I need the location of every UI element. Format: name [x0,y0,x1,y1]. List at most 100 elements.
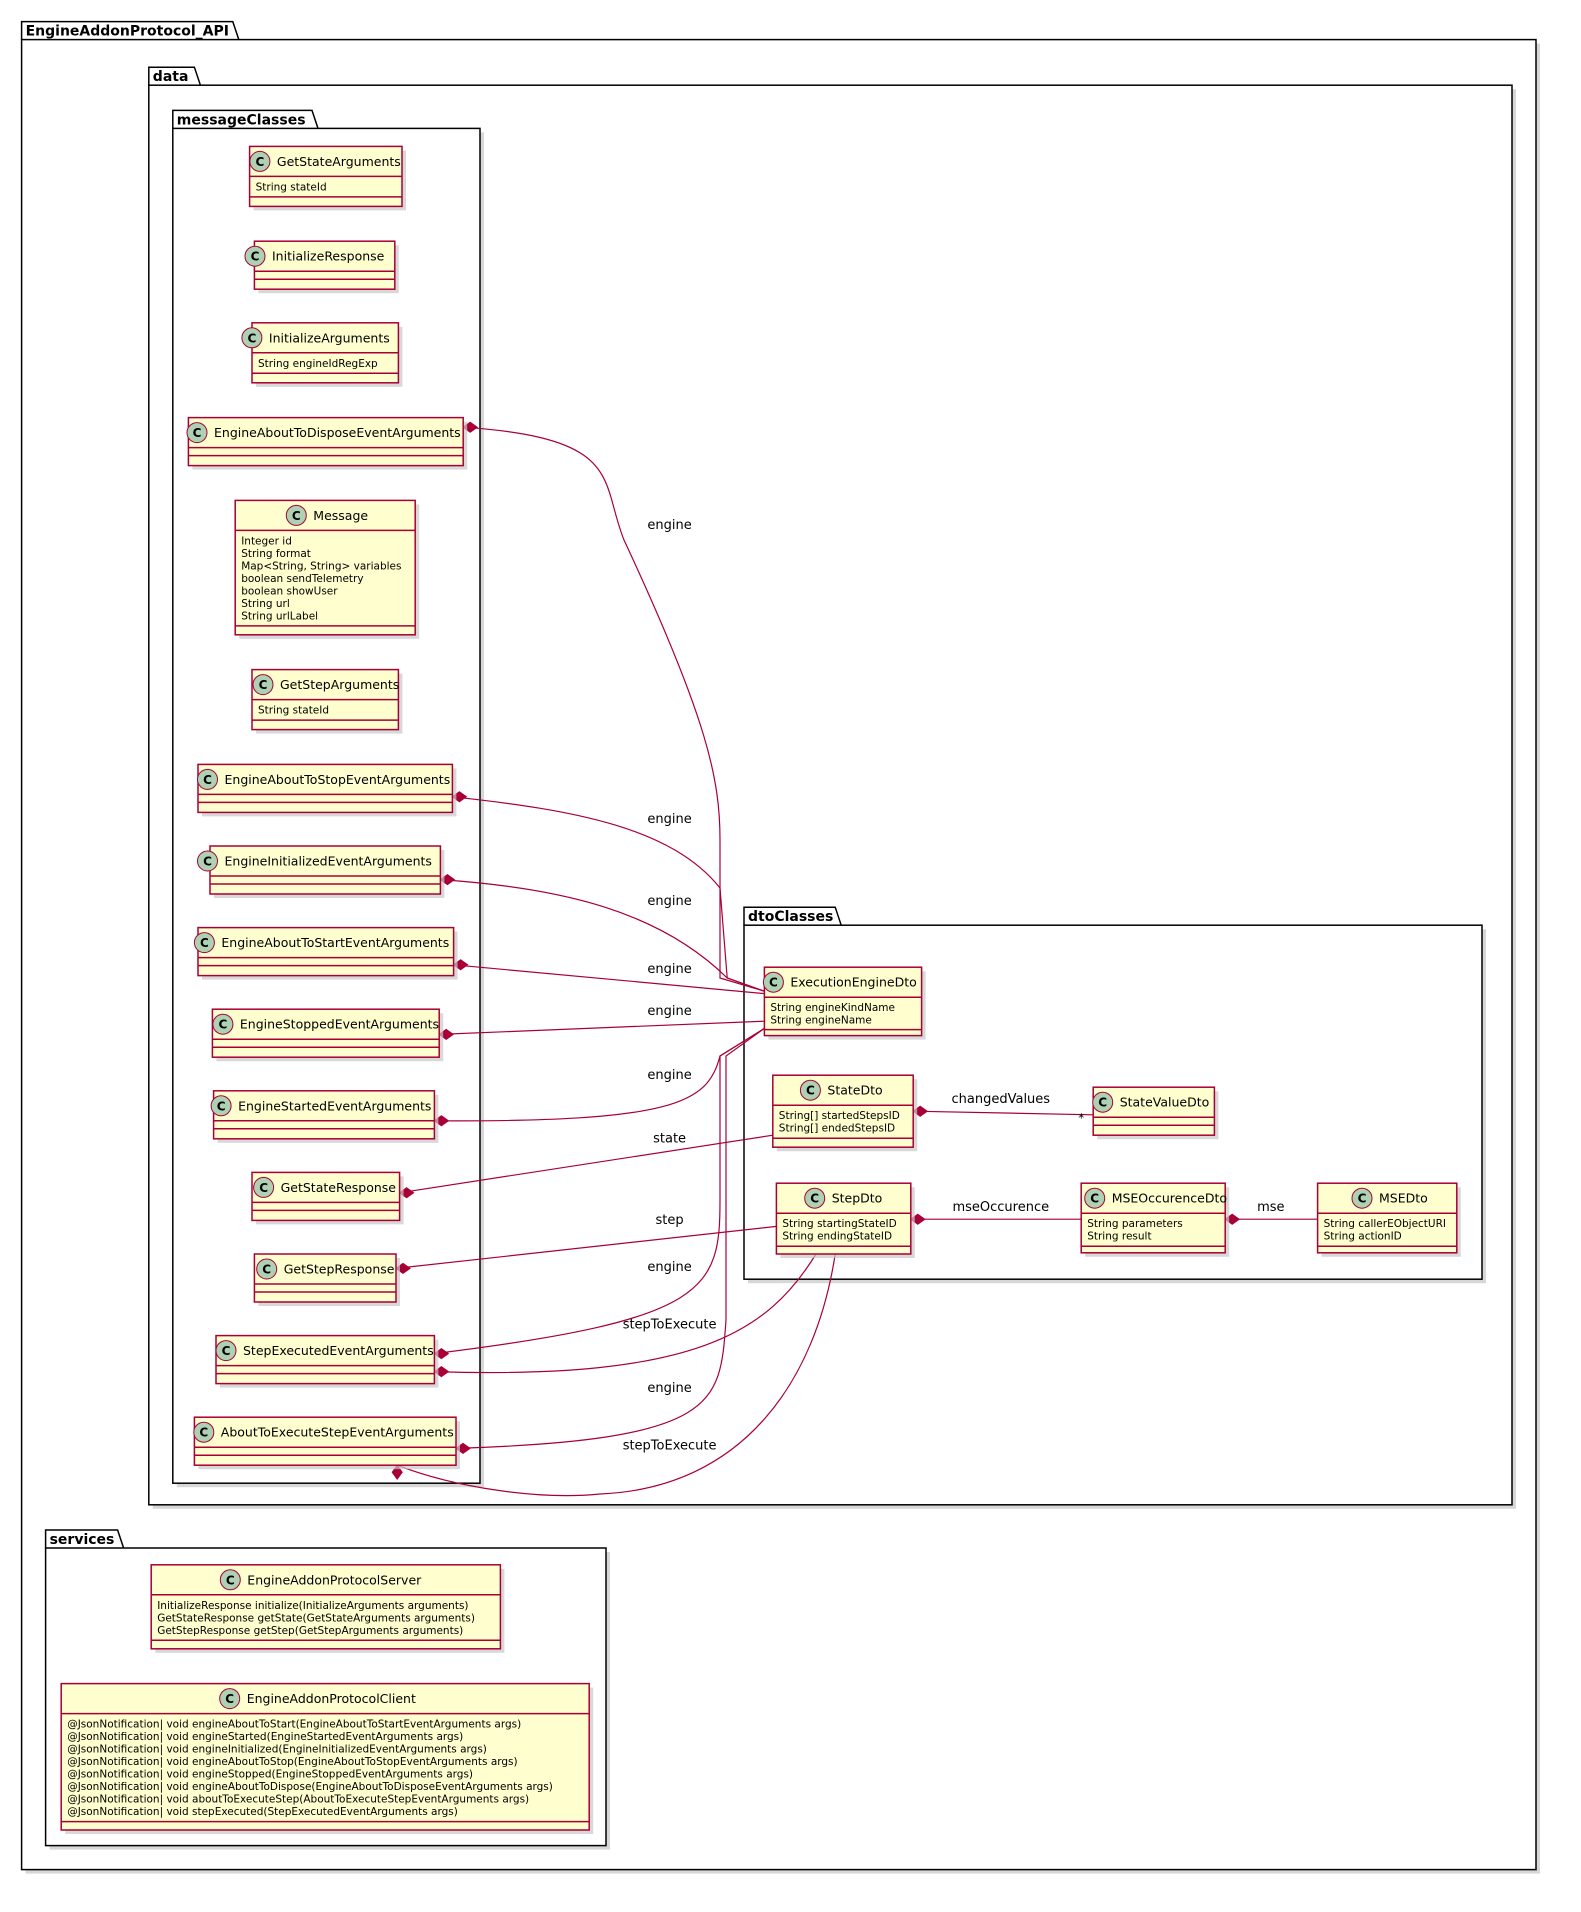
class-icon [197,850,218,872]
class-attribute: String startingStateID [782,1218,896,1230]
class-icon-letter: C [203,855,212,869]
class-icon-letter: C [259,678,268,692]
class-icon [804,1187,826,1209]
relation-line [455,1027,765,1449]
class-attribute: @JsonNotification| void engineAboutToSto… [67,1756,517,1768]
relation-multiplicity: * [1078,1111,1084,1125]
relation-line [434,1027,765,1122]
class-icon-letter: C [259,1181,268,1195]
class-icon [193,932,215,954]
class-icon [1084,1187,1106,1209]
relation-label: stepToExecute [623,1439,717,1454]
class-attribute: String stateId [258,705,329,717]
class-attribute: InitializeResponse initialize(Initialize… [157,1600,468,1612]
class-name: GetStepArguments [280,677,399,692]
class-name: StepDto [832,1191,883,1206]
class-icon [799,1079,821,1101]
class-icon-letter: C [199,1426,208,1440]
class-attribute: @JsonNotification| void engineAboutToSta… [67,1719,521,1731]
class-icon-letter: C [1358,1192,1367,1206]
class-icon-letter: C [251,250,260,264]
class-GetStateResponse[interactable]: C GetStateResponse [251,1171,404,1225]
relation-AboutToExecuteStepEventArguments-ExecutionEngineDto: engine [455,1027,765,1455]
class-name: MSEOccurenceDto [1112,1191,1227,1206]
class-attribute: @JsonNotification| void engineStarted(En… [67,1731,463,1743]
relation-label: engine [647,1068,691,1083]
relation-label: engine [647,812,691,827]
class-name: StepExecutedEventArguments [243,1343,434,1358]
relation-label: step [656,1213,684,1228]
class-attribute: @JsonNotification| void stepExecuted(Ste… [67,1806,458,1818]
class-icon [762,971,784,993]
relation-label: changedValues [952,1092,1051,1107]
relation-line [396,1253,836,1497]
class-icon-letter: C [222,1344,231,1358]
relation-label: engine [647,518,691,533]
relation-EngineInitializedEventArguments-ExecutionEngineDto: engine [439,873,765,992]
relation-EngineStoppedEventArguments-ExecutionEngineDto: engine [438,1004,765,1041]
relation-EngineStartedEventArguments-ExecutionEngineDto: engine [433,1027,765,1127]
class-icon [244,245,266,267]
class-attribute: String stateId [256,181,327,193]
class-icon-letter: C [225,1692,234,1706]
class-name: ExecutionEngineDto [790,975,916,990]
class-icon-letter: C [218,1018,227,1032]
class-icon-letter: C [262,1263,271,1277]
class-attribute: GetStateResponse getState(GetStateArgume… [157,1612,475,1624]
class-attribute: String callerEObjectURI [1324,1218,1446,1230]
class-name: GetStepResponse [284,1262,395,1277]
class-icon-letter: C [292,509,301,523]
class-attribute: String format [241,548,311,560]
relation-line [453,964,765,995]
class-icon [215,1340,237,1362]
class-attribute: String[] endedStepsID [779,1123,895,1135]
class-icon [193,1421,215,1443]
relation-label: engine [647,962,691,977]
class-icon [219,1688,241,1710]
class-attribute: String url [241,598,290,610]
class-name: EngineStoppedEventArguments [240,1017,439,1032]
class-attribute: String endingStateID [782,1231,892,1243]
class-name: Message [313,508,368,523]
relation-line [399,1134,773,1194]
class-attribute: String urlLabel [241,610,318,622]
class-attribute: GetStepResponse getStep(GetStepArguments… [157,1625,463,1637]
relation-label: engine [647,1260,691,1275]
class-attribute: String engineIdRegExp [258,358,378,370]
package-label-services: services [50,1532,115,1548]
class-icon-letter: C [769,976,778,990]
relation-line [463,426,765,992]
class-EngineStoppedEventArguments[interactable]: C EngineStoppedEventArguments [211,1008,444,1062]
class-icon [253,1176,275,1198]
class-attribute: @JsonNotification| void engineInitialize… [67,1744,487,1756]
class-attribute: String[] startedStepsID [779,1110,900,1122]
class-attribute: @JsonNotification| void engineStopped(En… [67,1769,473,1781]
class-StepExecutedEventArguments[interactable]: C StepExecutedEventArguments [215,1334,439,1388]
class-name: StateDto [827,1083,882,1098]
class-name: GetStateResponse [281,1180,397,1195]
class-icon [285,504,307,526]
relation-label: engine [647,1381,691,1396]
class-GetStepResponse[interactable]: C GetStepResponse [253,1253,400,1306]
relation-label: state [653,1131,686,1146]
